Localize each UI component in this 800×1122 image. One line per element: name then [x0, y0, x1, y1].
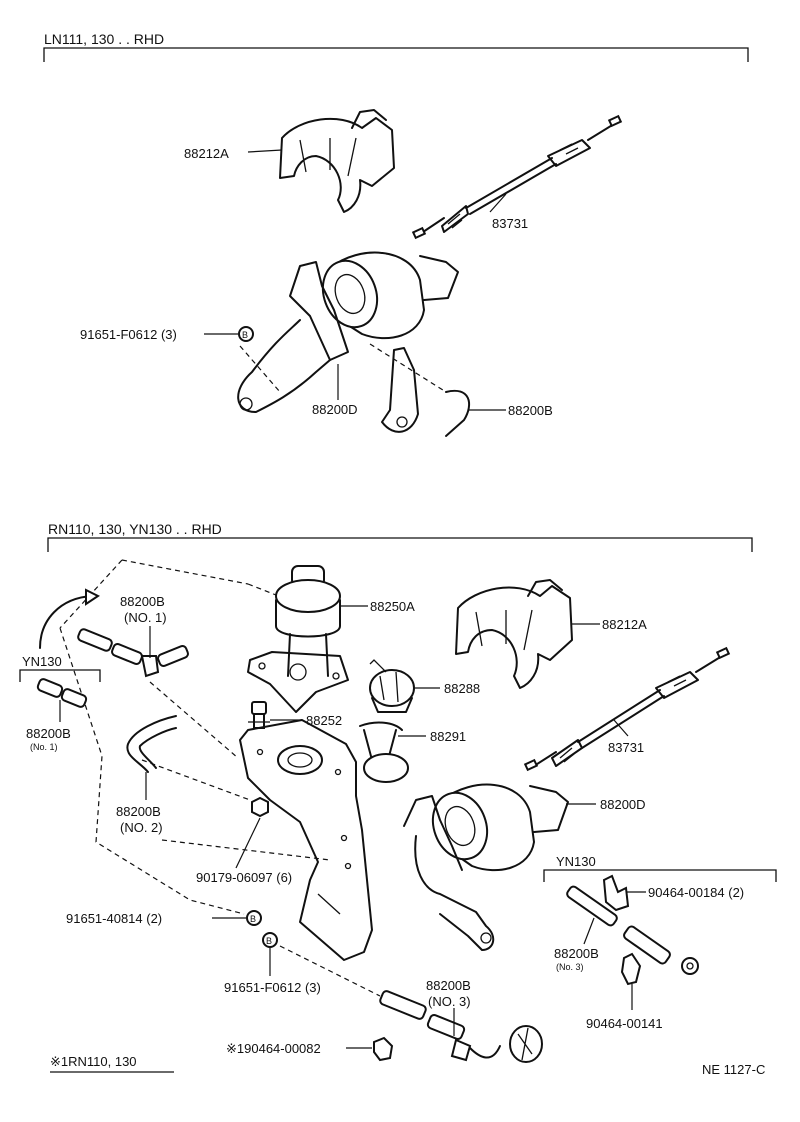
label-no3: (NO. 3) [428, 994, 471, 1009]
cover-88212a-bottom [455, 579, 573, 689]
actuator-88200d-bottom [403, 783, 569, 951]
cable-83731-bottom [523, 646, 731, 772]
label-88212a-top: 88212A [184, 146, 229, 161]
label-88252: 88252 [306, 713, 342, 728]
bracket-yn130-left [19, 669, 101, 682]
label-88288: 88288 [444, 681, 480, 696]
actuator-88200d-top [237, 251, 459, 433]
bolt-b-91651-40814-icon [246, 910, 262, 926]
leader-88212a-top [247, 149, 283, 153]
part-88252 [248, 701, 270, 729]
top-section: LN111, 130 . . RHD 88212A 83731 [43, 31, 749, 437]
label-83731-top: 83731 [492, 216, 528, 231]
cover-88212a-top [279, 109, 395, 213]
hose-88200b-left [36, 678, 88, 708]
bottom-section-bracket [47, 537, 753, 552]
hose-88200b-no2-inner [138, 727, 177, 769]
arrow-head-icon [85, 588, 100, 606]
bottom-section: RN110, 130, YN130 . . RHD 88200B (NO. 1)… [19, 521, 777, 1077]
label-88250a: 88250A [370, 599, 415, 614]
diagram-code: NE 1127-C [702, 1062, 765, 1077]
label-88200d-bottom: 88200D [600, 797, 646, 812]
bolt-b-mark-2: B [250, 914, 256, 924]
bolt-b-91651-f0612-icon [262, 932, 278, 948]
leader-90179 [235, 817, 261, 869]
label-no2: (NO. 2) [120, 820, 163, 835]
top-section-title: LN111, 130 . . RHD [44, 31, 164, 47]
dash-bolt-bottom [279, 945, 381, 997]
direction-arrow [39, 595, 93, 649]
label-88200d-top: 88200D [312, 402, 358, 417]
hose-88200b-no3 [379, 990, 543, 1063]
bottom-section-title: RN110, 130, YN130 . . RHD [48, 521, 222, 537]
actuator-88250a [247, 565, 349, 713]
label-88291: 88291 [430, 729, 466, 744]
label-no3-small: (No. 3) [556, 962, 584, 972]
label-91651-f0612-bottom: 91651-F0612 (3) [224, 980, 321, 995]
dash-hose-top [369, 343, 447, 393]
label-yn130-right: YN130 [556, 854, 596, 869]
bracket-yn130-right [543, 869, 777, 882]
dashed-outline [59, 559, 305, 915]
label-90179: 90179-06097 (6) [196, 870, 292, 885]
label-88212a-bottom: 88212A [602, 617, 647, 632]
label-83731-bottom: 83731 [608, 740, 644, 755]
hose-88200b-no2 [126, 715, 177, 773]
part-88291 [359, 721, 409, 783]
bolt-b-mark-top: B [242, 330, 248, 340]
leader-83731-top [489, 193, 507, 213]
dashed-connectors [141, 681, 331, 861]
hose-88200b-no1 [77, 628, 189, 678]
clip-90464-00141 [620, 952, 642, 986]
label-88200b-no3: 88200B [426, 978, 471, 993]
leader-83731-bottom [613, 719, 629, 737]
footnote: ※1RN110, 130 [50, 1054, 137, 1069]
hose-88200b-top [445, 389, 471, 437]
label-no1-small: (No. 1) [30, 742, 58, 752]
cable-83731-top [411, 114, 623, 240]
clip-190464-00082-icon [373, 1036, 394, 1062]
bolt-b-mark-3: B [266, 936, 272, 946]
label-88200b-no3-right: 88200B [554, 946, 599, 961]
label-90464-00184: 90464-00184 (2) [648, 885, 744, 900]
label-no1: (NO. 1) [124, 610, 167, 625]
label-88200b-no1: 88200B [120, 594, 165, 609]
part-88288 [369, 659, 415, 713]
clip-90464-00184 [602, 874, 630, 912]
hose-88200b-no3-right [566, 885, 699, 975]
label-88200b-top: 88200B [508, 403, 553, 418]
label-91651-f0612-top: 91651-F0612 (3) [80, 327, 177, 342]
label-91651-40814: 91651-40814 (2) [66, 911, 162, 926]
label-88200b-no2: 88200B [116, 804, 161, 819]
label-yn130-left: YN130 [22, 654, 62, 669]
label-88200b-left: 88200B [26, 726, 71, 741]
bolt-b-icon [238, 326, 254, 342]
leader-88200b-no3-right [583, 917, 595, 945]
label-190464-00082: ※190464-00082 [226, 1041, 321, 1056]
nut-90179-icon [251, 796, 269, 818]
mounting-bracket [239, 719, 373, 961]
label-90464-00141: 90464-00141 [586, 1016, 663, 1031]
top-section-bracket [43, 47, 749, 62]
